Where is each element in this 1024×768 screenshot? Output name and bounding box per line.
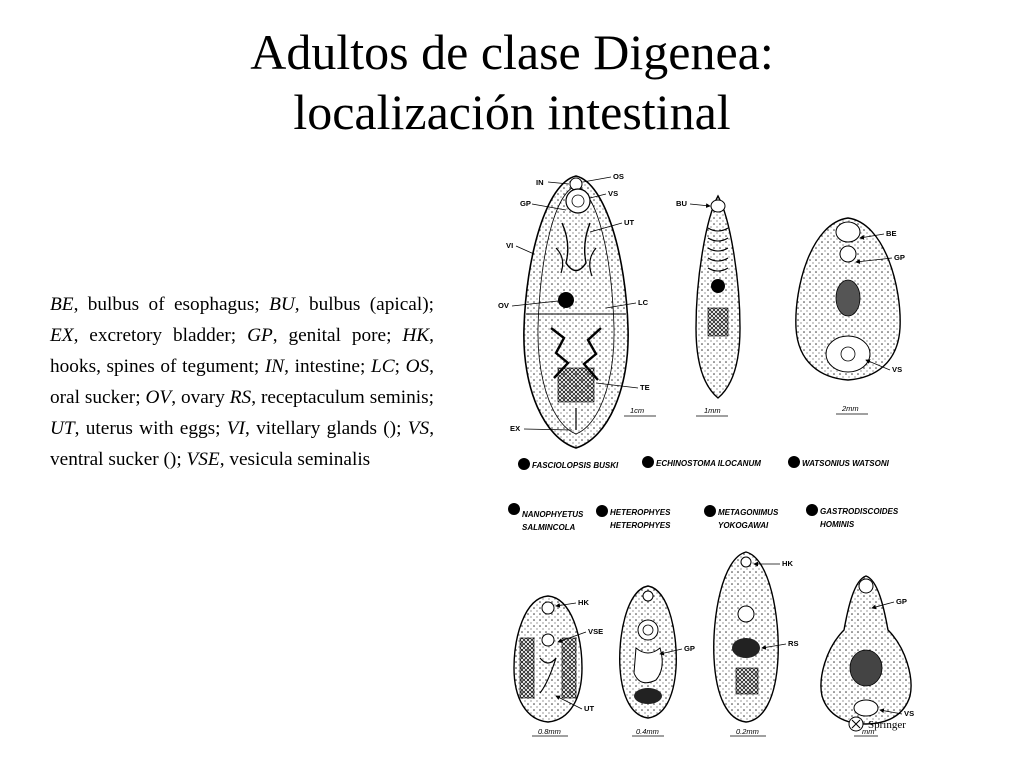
- legend-desc: ;: [394, 356, 406, 377]
- label-gp-3: GP: [684, 644, 695, 653]
- label-os: OS: [613, 172, 624, 181]
- legend-abbr: VI: [226, 418, 245, 439]
- species-nanophyetus-1: NANOPHYETUS: [522, 510, 584, 519]
- legend-abbr: IN: [264, 356, 285, 377]
- legend-abbr: HK: [402, 325, 430, 346]
- legend-abbr: LC: [370, 356, 395, 377]
- species-heterophyes-2: HETEROPHYES: [610, 521, 671, 530]
- abbreviation-legend: BE, bulbus of esophagus; BU, bulbus (api…: [50, 289, 434, 475]
- label-ov: OV: [498, 301, 510, 310]
- echinostoma-ilocanum-drawing: [695, 194, 741, 399]
- label-vs-2: VS: [892, 365, 902, 374]
- label-vs: VS: [608, 189, 618, 198]
- legend-desc: , receptaculum seminis;: [251, 387, 434, 408]
- legend-abbr: VS: [407, 418, 430, 439]
- legend-desc: , vitellary glands ();: [244, 418, 408, 439]
- species-gastrodiscoides-2: HOMINIS: [820, 520, 855, 529]
- scale-0-8mm: 0.8mm: [538, 727, 561, 736]
- title-line-1: Adultos de clase Digenea:: [250, 24, 774, 80]
- legend-abbr: EX: [50, 325, 74, 346]
- legend-desc: , genital pore;: [272, 325, 403, 346]
- label-in: IN: [536, 178, 544, 187]
- legend-desc: , bulbus (apical);: [294, 294, 434, 315]
- label-lc: LC: [638, 298, 649, 307]
- label-vi: VI: [506, 241, 513, 250]
- scale-2mm: 2mm: [841, 404, 859, 413]
- label-vse: VSE: [588, 627, 603, 636]
- watsonius-watsoni-drawing: [795, 217, 901, 381]
- legend-abbr: GP: [247, 325, 273, 346]
- label-bu: BU: [676, 199, 687, 208]
- species-echinostoma: ECHINOSTOMA ILOCANUM: [656, 459, 761, 468]
- scale-0-4mm: 0.4mm: [636, 727, 659, 736]
- label-hk-2: HK: [782, 559, 793, 568]
- springer-logo: [848, 716, 864, 732]
- scale-1mm: 1mm: [704, 406, 721, 415]
- legend-desc: , uterus with eggs;: [74, 418, 227, 439]
- legend-abbr: RS: [229, 387, 252, 408]
- metagonimus-drawing: [713, 551, 779, 723]
- legend-abbr: BE: [50, 294, 74, 315]
- label-gp: GP: [520, 199, 531, 208]
- legend-desc: , ventral sucker ();: [50, 418, 435, 470]
- legend-desc: , intestine;: [284, 356, 371, 377]
- legend-abbr: OV: [145, 387, 172, 408]
- legend-desc: , bulbus of esophagus;: [73, 294, 270, 315]
- heterophyes-drawing: [619, 585, 677, 719]
- label-te: TE: [640, 383, 650, 392]
- legend-desc: , hooks, spines of tegument;: [50, 325, 434, 377]
- legend-abbr: BU: [269, 294, 295, 315]
- label-be: BE: [886, 229, 897, 238]
- species-gastrodiscoides-1: GASTRODISCOIDES: [820, 507, 899, 516]
- slide-title: Adultos de clase Digenea: localización i…: [0, 22, 1024, 142]
- label-rs: RS: [788, 639, 799, 648]
- species-heterophyes-1: HETEROPHYES: [610, 508, 671, 517]
- species-nanophyetus-2: SALMINCOLA: [522, 523, 576, 532]
- label-ex: EX: [510, 424, 520, 433]
- legend-desc: , oral sucker;: [50, 356, 434, 408]
- species-fasciolopsis: FASCIOLOPSIS BUSKI: [532, 461, 619, 470]
- trematode-figure: IN OS VS GP UT VI OV LC TE EX 1cm BU 1mm…: [498, 172, 914, 737]
- legend-abbr: VSE: [186, 449, 220, 470]
- label-gp-2: GP: [894, 253, 905, 262]
- fasciolopsis-buski-drawing: [523, 175, 629, 449]
- legend-abbr: UT: [50, 418, 75, 439]
- title-line-2: localización intestinal: [293, 84, 731, 140]
- legend-desc: , vesicula seminalis: [219, 449, 371, 470]
- species-metagonimus-2: YOKOGAWAI: [718, 521, 769, 530]
- scale-0-2mm: 0.2mm: [736, 727, 759, 736]
- legend-abbr: OS: [405, 356, 430, 377]
- label-ut: UT: [624, 218, 634, 227]
- scale-mm: mm: [862, 727, 875, 736]
- label-gp-4: GP: [896, 597, 907, 606]
- label-vs-3: VS: [904, 709, 914, 718]
- nanophyetus-drawing: [513, 595, 583, 723]
- gastrodiscoides-drawing: [820, 575, 912, 725]
- legend-desc: , excretory bladder;: [73, 325, 248, 346]
- species-watsonius: WATSONIUS WATSONI: [802, 459, 890, 468]
- label-hk: HK: [578, 598, 589, 607]
- label-ut-2: UT: [584, 704, 594, 713]
- publisher-name: Springer: [868, 719, 906, 731]
- species-metagonimus-1: METAGONIMUS: [718, 508, 779, 517]
- legend-desc: , ovary: [171, 387, 230, 408]
- scale-1cm: 1cm: [630, 406, 644, 415]
